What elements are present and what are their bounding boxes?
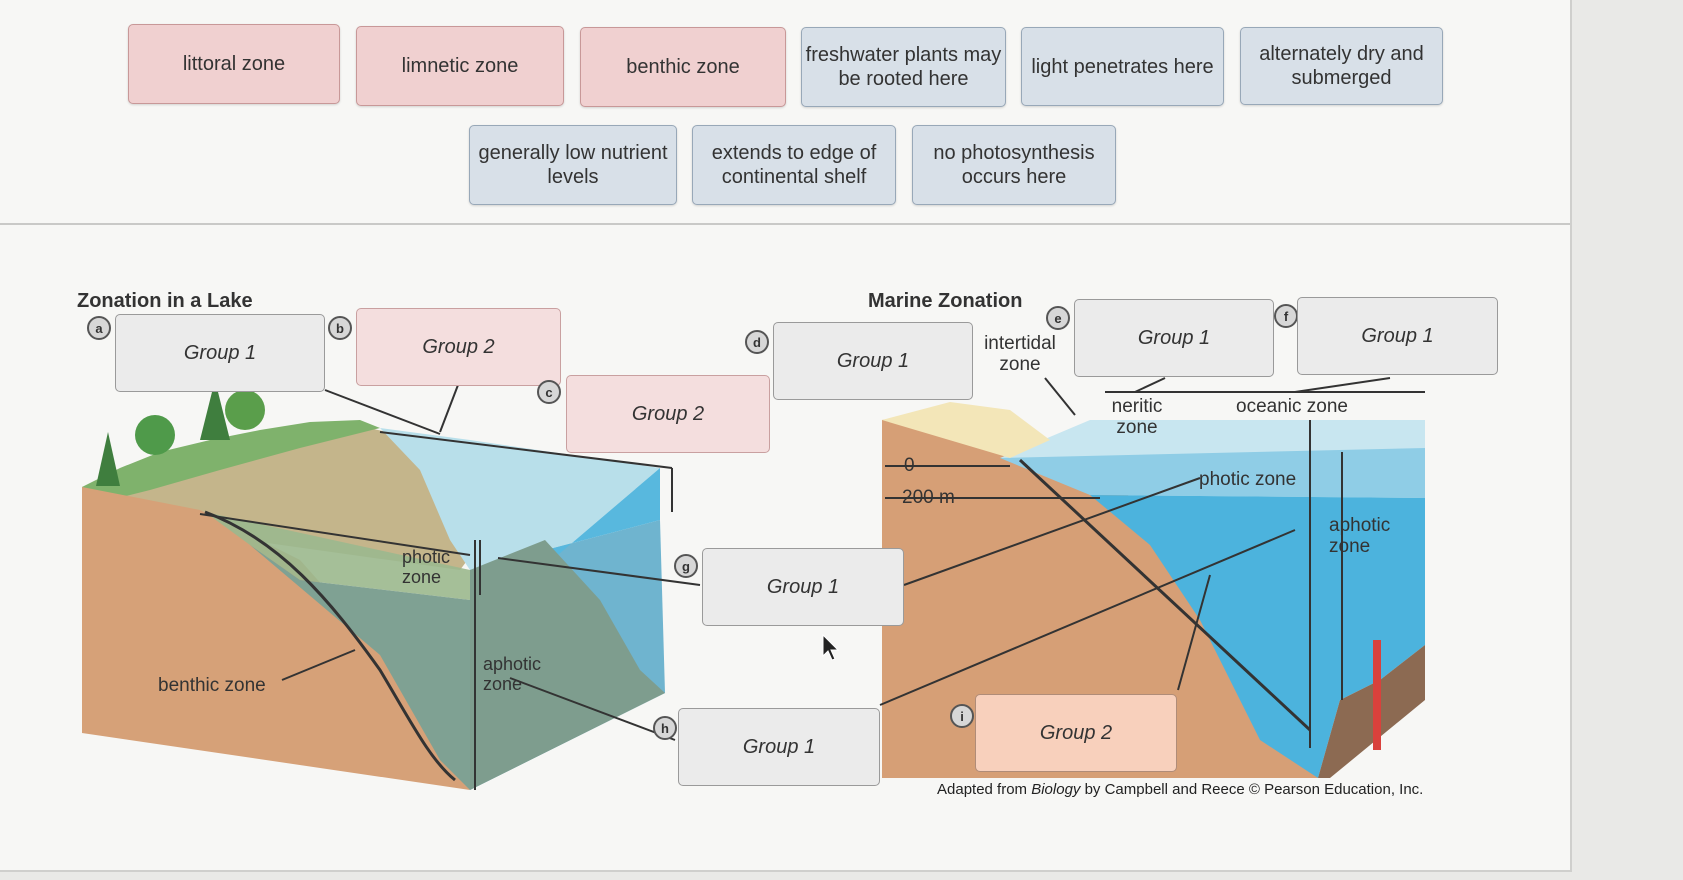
leader-a [324, 389, 441, 435]
leader-g2 [903, 477, 1201, 586]
drop-target-f[interactable]: Group 1 [1297, 297, 1498, 375]
depth-200-label: 200 m [902, 487, 955, 508]
drop-target-h[interactable]: Group 1 [678, 708, 880, 786]
tree-crown [225, 390, 265, 430]
marine-shore [882, 402, 1050, 458]
tile-light-penetrates[interactable]: light penetrates here [1021, 27, 1224, 106]
mouse-pointer-icon [822, 634, 840, 661]
drop-target-d[interactable]: Group 1 [773, 322, 973, 400]
leader-i [1177, 574, 1211, 691]
neritic-label: neritic zone [1111, 396, 1163, 438]
lake-land-front [82, 487, 470, 790]
drop-target-a[interactable]: Group 1 [115, 314, 325, 392]
drop-target-g[interactable]: Group 1 [702, 548, 904, 626]
marker-i: i [950, 704, 974, 728]
credit-book: Biology [1031, 781, 1081, 798]
marine-aphotic-label: aphotic zone [1329, 515, 1391, 557]
leader-b [439, 384, 459, 433]
tree-crown [135, 415, 175, 455]
marine-slope-line [1018, 458, 1312, 732]
lake-title: Zonation in a Lake [77, 290, 253, 312]
tree-conifer [200, 380, 230, 440]
lake-water-aphotic-front [250, 545, 470, 790]
divider [0, 223, 1570, 225]
lake-water-side-photic [470, 468, 660, 570]
credit-prefix: Adapted from [937, 781, 1032, 798]
tile-freshwater-plants[interactable]: freshwater plants may be rooted here [801, 27, 1006, 107]
tile-no-photosynthesis[interactable]: no photosynthesis occurs here [912, 125, 1116, 205]
marine-photic-label: photic zone [1199, 469, 1297, 490]
leader-benthic [281, 649, 356, 681]
depth-0-label: 0 [904, 455, 915, 476]
source-credit: Adapted from Biology by Campbell and Ree… [937, 781, 1423, 798]
drop-target-b[interactable]: Group 2 [356, 308, 561, 386]
oceanic-label: oceanic zone [1236, 396, 1348, 417]
leader-e [1134, 377, 1166, 393]
tile-low-nutrient[interactable]: generally low nutrient levels [469, 125, 677, 205]
lake-water-photic-front [205, 512, 470, 600]
marker-f: f [1274, 304, 1298, 328]
marker-h: h [653, 716, 677, 740]
marker-e: e [1046, 306, 1070, 330]
lake-photic-label: photic zone [402, 547, 451, 587]
leader-f [1294, 377, 1391, 393]
credit-suffix: by Campbell and Reece © Pearson Educatio… [1080, 781, 1424, 798]
marker-b: b [328, 316, 352, 340]
leader-intertidal [1044, 377, 1076, 416]
lake-aphotic-label: aphotic zone [483, 654, 542, 694]
marker-d: d [745, 330, 769, 354]
tile-littoral-zone[interactable]: littoral zone [128, 24, 340, 104]
intertidal-label: intertidal zone [984, 333, 1056, 375]
lake-water-top [380, 428, 660, 570]
lake-surface-arrow [379, 431, 673, 469]
lake-benthic-line [204, 510, 456, 782]
drop-target-c[interactable]: Group 2 [566, 375, 770, 453]
marker-c: c [537, 380, 561, 404]
drop-target-i[interactable]: Group 2 [975, 694, 1177, 772]
drop-target-e[interactable]: Group 1 [1074, 299, 1274, 377]
tree-conifer [96, 432, 120, 486]
lake-land-side [470, 540, 665, 790]
lake-grass [82, 420, 380, 505]
marine-seafloor [1318, 645, 1425, 778]
tile-limnetic-zone[interactable]: limnetic zone [356, 26, 564, 106]
lake-surface-arrow-left [199, 513, 471, 556]
tile-continental-shelf[interactable]: extends to edge of continental shelf [692, 125, 896, 205]
lake-benthic-label: benthic zone [158, 675, 266, 696]
vent-stack [1373, 640, 1381, 750]
tile-alternately-dry[interactable]: alternately dry and submerged [1240, 27, 1443, 105]
marker-a: a [87, 316, 111, 340]
marker-g: g [674, 554, 698, 578]
tile-benthic-zone[interactable]: benthic zone [580, 27, 786, 107]
marine-title: Marine Zonation [868, 290, 1023, 312]
marine-water-photic [1000, 448, 1425, 498]
leader-h [509, 677, 676, 741]
leader-g [497, 557, 701, 586]
leader-h2 [879, 529, 1296, 706]
